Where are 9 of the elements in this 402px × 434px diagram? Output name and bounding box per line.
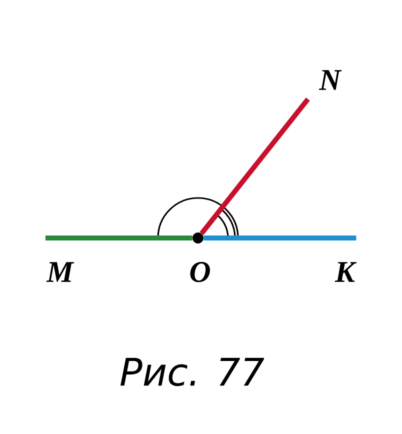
ray [200, 97, 310, 236]
point [192, 232, 204, 244]
point-label: K [334, 262, 357, 282]
point-label: O [190, 262, 210, 282]
point-label: M [46, 262, 74, 282]
point-label: N [318, 70, 342, 90]
figure-caption: Рис. 77 [120, 358, 264, 386]
ray [45, 236, 192, 240]
ray [204, 236, 356, 240]
